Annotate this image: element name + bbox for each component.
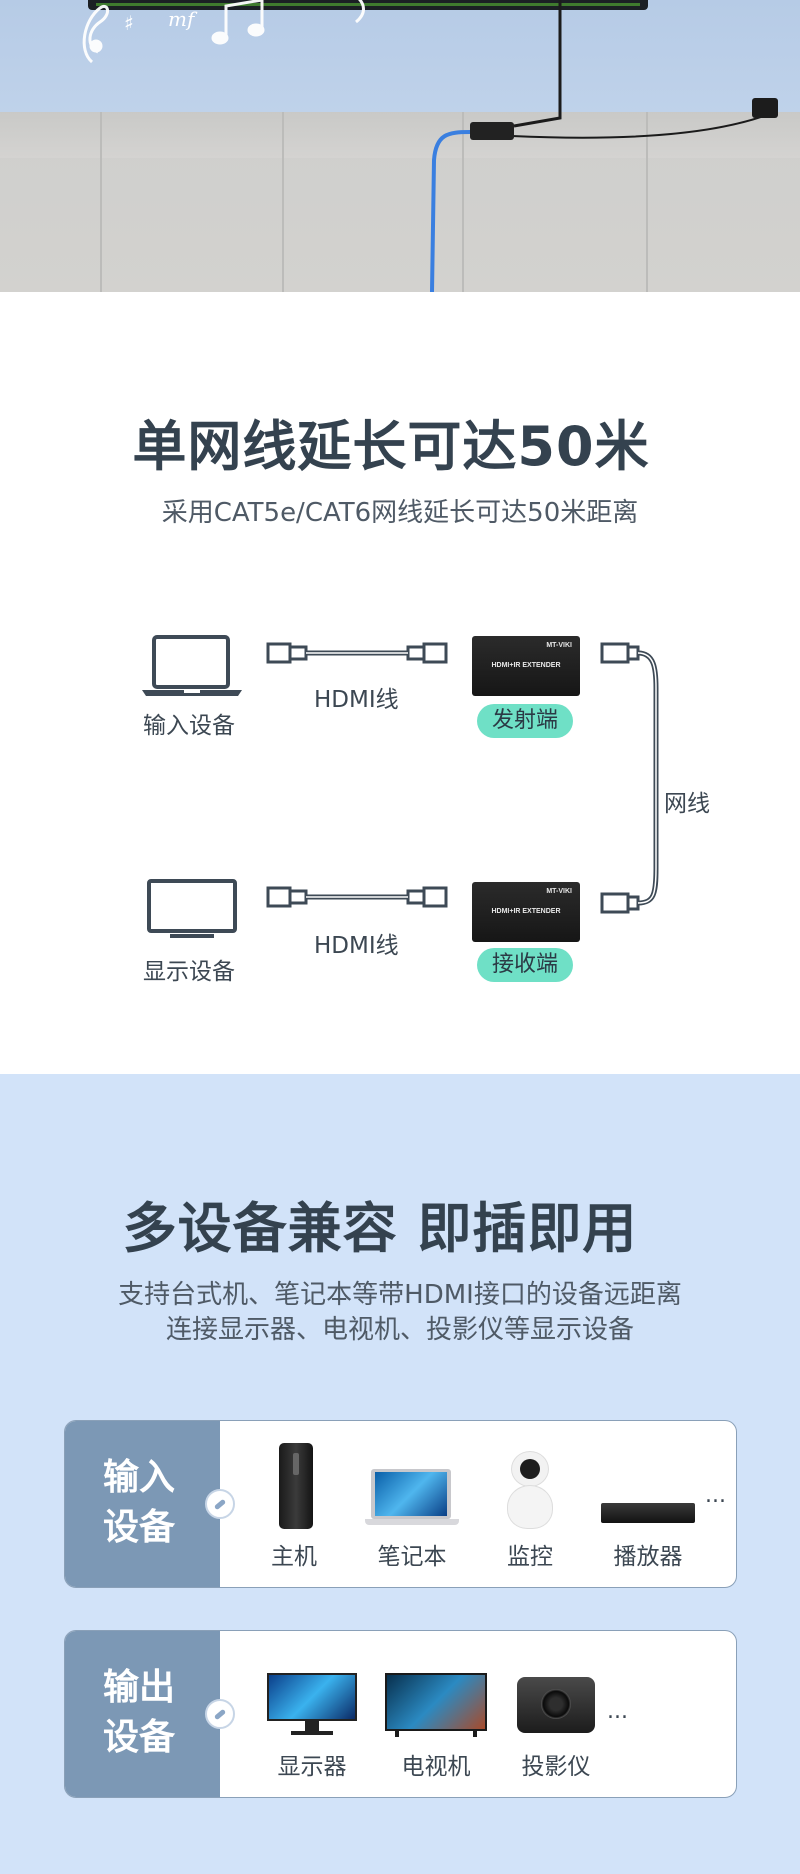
- section-subtitle-line1: 支持台式机、笔记本等带HDMI接口的设备远距离: [118, 1280, 682, 1310]
- toggle-icon: [205, 1489, 235, 1519]
- transmitter-unit: MT-VIKI HDMI+IR EXTENDER: [472, 636, 580, 696]
- unit-name: HDMI+IR EXTENDER: [491, 908, 561, 915]
- device-label: 投影仪: [521, 1754, 591, 1780]
- music-notes-icon: [82, 0, 365, 64]
- cabinet-seam: [100, 112, 102, 292]
- panel-heading-line1: 输出: [103, 1667, 176, 1708]
- device-item-host: 主机: [239, 1439, 349, 1571]
- network-cable-icon: [600, 642, 659, 914]
- device-item-laptop: 笔记本: [357, 1439, 467, 1571]
- transmitter-tag: 发射端: [477, 704, 573, 738]
- panel-heading: 输出 设备: [65, 1631, 220, 1797]
- hdmi-cable-icon: [266, 886, 448, 908]
- output-devices-panel: 输出 设备 显示器 电视机 投影仪: [64, 1630, 737, 1798]
- more-indicator: ...: [705, 1483, 726, 1508]
- cabinet-seam: [282, 112, 284, 292]
- device-label: 显示器: [277, 1754, 347, 1780]
- network-cable-label: 网线: [664, 791, 710, 817]
- laptop-icon: [142, 635, 242, 696]
- panel-heading-line1: 输入: [103, 1457, 176, 1498]
- extension-section: 单网线延长可达50米 采用CAT5e/CAT6网线延长可达50米距离 输入设备 …: [0, 292, 800, 1074]
- hdmi-cable-label: HDMI线: [314, 933, 399, 959]
- cabinet-seam: [646, 112, 648, 292]
- unit-name: HDMI+IR EXTENDER: [491, 662, 561, 669]
- device-label: 主机: [271, 1544, 317, 1570]
- device-label: 笔记本: [377, 1544, 447, 1570]
- desktop-tower-icon: [239, 1439, 349, 1535]
- receiver-tag: 接收端: [477, 948, 573, 982]
- panel-heading-line2: 设备: [103, 1717, 176, 1758]
- input-devices-panel: 输入 设备 主机 笔记本 监控: [64, 1420, 737, 1588]
- panel-heading: 输入 设备: [65, 1421, 220, 1587]
- mf-mark: mf: [168, 7, 198, 31]
- hero-cables: mf ♯: [82, 0, 765, 292]
- device-item-camera: 监控: [475, 1439, 585, 1571]
- section-title: 多设备兼容 即插即用: [122, 1197, 638, 1260]
- wall-background: [0, 0, 800, 112]
- device-label: 播放器: [613, 1544, 683, 1570]
- monitor-photo-icon: [257, 1659, 367, 1745]
- section-subtitle-line2: 连接显示器、电视机、投影仪等显示设备: [165, 1315, 634, 1345]
- section-title: 单网线延长可达50米: [132, 415, 650, 478]
- hdmi-cable-icon: [266, 642, 448, 664]
- projector-photo-icon: [501, 1659, 611, 1745]
- hero-photo: mf ♯: [0, 0, 800, 292]
- television-photo-icon: [381, 1659, 491, 1745]
- media-player-icon: [593, 1439, 703, 1535]
- monitor-icon: [147, 879, 237, 938]
- hdmi-cable-label: HDMI线: [314, 687, 399, 713]
- receiver-unit: MT-VIKI HDMI+IR EXTENDER: [472, 882, 580, 942]
- more-indicator: ...: [607, 1699, 628, 1724]
- unit-brand: MT-VIKI: [546, 642, 572, 649]
- power-adapter: [752, 98, 778, 118]
- security-camera-icon: [475, 1439, 585, 1535]
- unit-brand: MT-VIKI: [546, 888, 572, 895]
- compatibility-section: 多设备兼容 即插即用 支持台式机、笔记本等带HDMI接口的设备远距离 连接显示器…: [0, 1074, 800, 1874]
- display-device-label: 显示设备: [143, 959, 235, 985]
- extender-device: [470, 122, 514, 140]
- device-item-player: 播放器: [593, 1439, 703, 1571]
- device-label: 电视机: [401, 1754, 471, 1780]
- device-label: 监控: [507, 1544, 553, 1570]
- panel-heading-line2: 设备: [103, 1507, 176, 1548]
- cabinet-seam: [462, 112, 464, 292]
- television: [88, 0, 648, 10]
- laptop-photo-icon: [357, 1439, 467, 1535]
- section-subtitle: 采用CAT5e/CAT6网线延长可达50米距离: [161, 498, 639, 528]
- device-item-projector: 投影仪: [501, 1659, 611, 1781]
- toggle-icon: [205, 1699, 235, 1729]
- sharp-mark: ♯: [124, 11, 134, 35]
- device-item-tv: 电视机: [381, 1659, 491, 1781]
- input-device-label: 输入设备: [143, 713, 235, 739]
- device-item-monitor: 显示器: [257, 1659, 367, 1781]
